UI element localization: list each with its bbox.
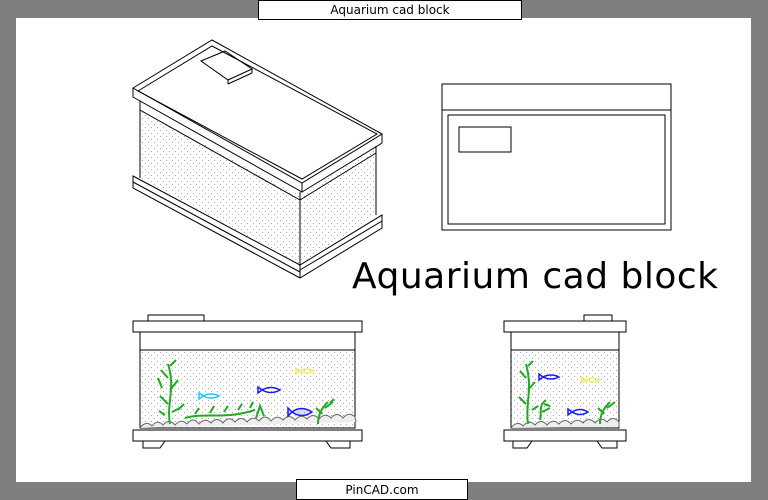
front-view-aquarium-large — [132, 314, 363, 449]
plants-small — [518, 360, 616, 425]
top-view-aquarium — [441, 83, 672, 231]
front-view-aquarium-small — [503, 314, 627, 449]
fish-small — [538, 372, 602, 417]
drawing-sheet — [16, 18, 751, 482]
plants-large — [157, 359, 335, 425]
sheet-title: Aquarium cad block — [258, 0, 522, 20]
fish-large — [198, 366, 316, 418]
drawing-caption: Aquarium cad block — [352, 256, 719, 297]
footer-brand: PinCAD.com — [296, 479, 468, 500]
isometric-aquarium — [132, 39, 383, 279]
